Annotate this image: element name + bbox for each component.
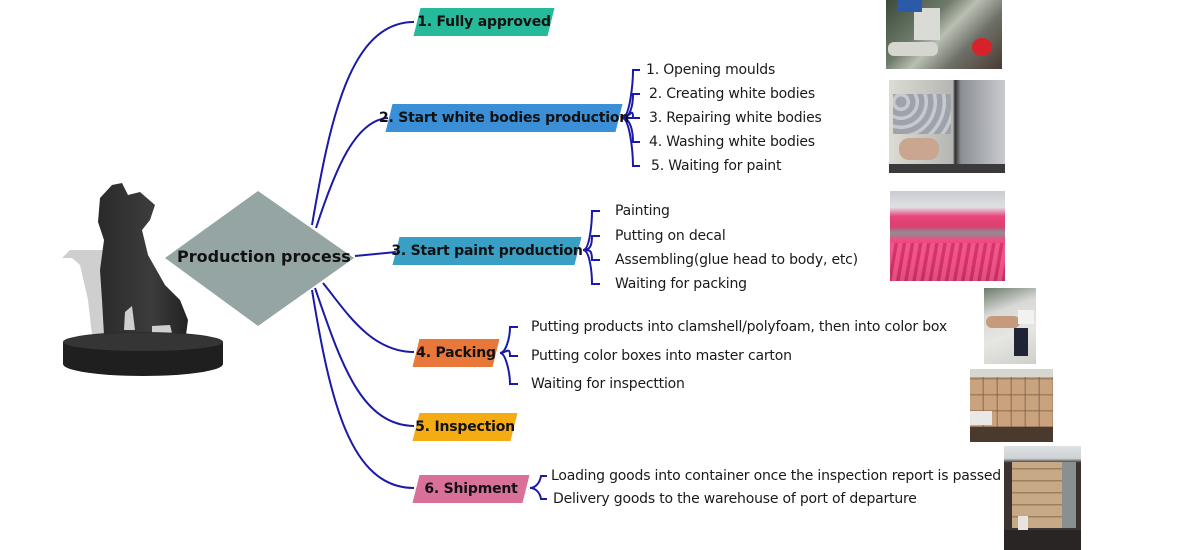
list-item: 1. Opening moulds bbox=[646, 62, 776, 78]
photo-container bbox=[1004, 446, 1081, 550]
connector-packing bbox=[322, 282, 415, 353]
branch-inspection[interactable]: 5. Inspection bbox=[412, 413, 518, 441]
list-item: 3. Repairing white bodies bbox=[649, 110, 822, 126]
list-item: Putting color boxes into master carton bbox=[531, 348, 792, 364]
photo-packing-box bbox=[984, 288, 1036, 364]
list-item: 5. Waiting for paint bbox=[651, 158, 782, 174]
branch-label: 3. Start paint production bbox=[391, 243, 583, 259]
connector-inspection bbox=[314, 287, 415, 427]
branch-label: 4. Packing bbox=[416, 345, 496, 361]
list-item: Putting products into clamshell/polyfoam… bbox=[531, 319, 947, 335]
bracket-paint-4 bbox=[582, 249, 600, 285]
list-item: 2. Creating white bodies bbox=[649, 86, 815, 102]
photo-painting-line bbox=[890, 191, 1005, 281]
list-item: Delivery goods to the warehouse of port … bbox=[553, 491, 917, 507]
list-item: Putting on decal bbox=[615, 228, 726, 244]
list-item: Loading goods into container once the in… bbox=[551, 468, 1001, 484]
connectors bbox=[311, 21, 640, 500]
photo-opening-moulds bbox=[886, 0, 1002, 69]
list-item: Waiting for packing bbox=[615, 276, 747, 292]
bracket-shipment-2 bbox=[529, 487, 547, 500]
root-diamond bbox=[165, 191, 354, 326]
dog-statue-icon bbox=[62, 183, 223, 376]
bracket-white-bodies-5 bbox=[621, 117, 640, 167]
list-item: Waiting for inspecttion bbox=[531, 376, 685, 392]
bracket-shipment-1 bbox=[529, 475, 547, 489]
bracket-packing-3 bbox=[499, 352, 518, 385]
branch-paint[interactable]: 3. Start paint production bbox=[391, 237, 583, 265]
branch-shipment[interactable]: 6. Shipment bbox=[412, 475, 530, 503]
connector-shipment bbox=[311, 289, 415, 489]
connector-white-bodies bbox=[315, 117, 389, 229]
branch-packing[interactable]: 4. Packing bbox=[412, 339, 500, 367]
list-item: Painting bbox=[615, 203, 670, 219]
branch-white-bodies[interactable]: 2. Start white bodies production bbox=[379, 104, 629, 132]
branch-label: 1. Fully approved bbox=[417, 14, 551, 30]
connector-paint bbox=[354, 251, 397, 257]
branch-label: 6. Shipment bbox=[424, 481, 518, 497]
branch-label: 5. Inspection bbox=[415, 419, 515, 435]
branch-label: 2. Start white bodies production bbox=[378, 110, 630, 126]
photo-white-bodies bbox=[889, 80, 1005, 173]
bracket-packing-1 bbox=[499, 326, 518, 354]
list-item: 4. Washing white bodies bbox=[649, 134, 815, 150]
branch-fully-approved[interactable]: 1. Fully approved bbox=[413, 8, 555, 36]
list-item: Assembling(glue head to body, etc) bbox=[615, 252, 858, 268]
photo-cartons bbox=[970, 369, 1053, 442]
connector-fully-approved bbox=[311, 21, 415, 226]
root-label: Production process bbox=[177, 247, 351, 266]
